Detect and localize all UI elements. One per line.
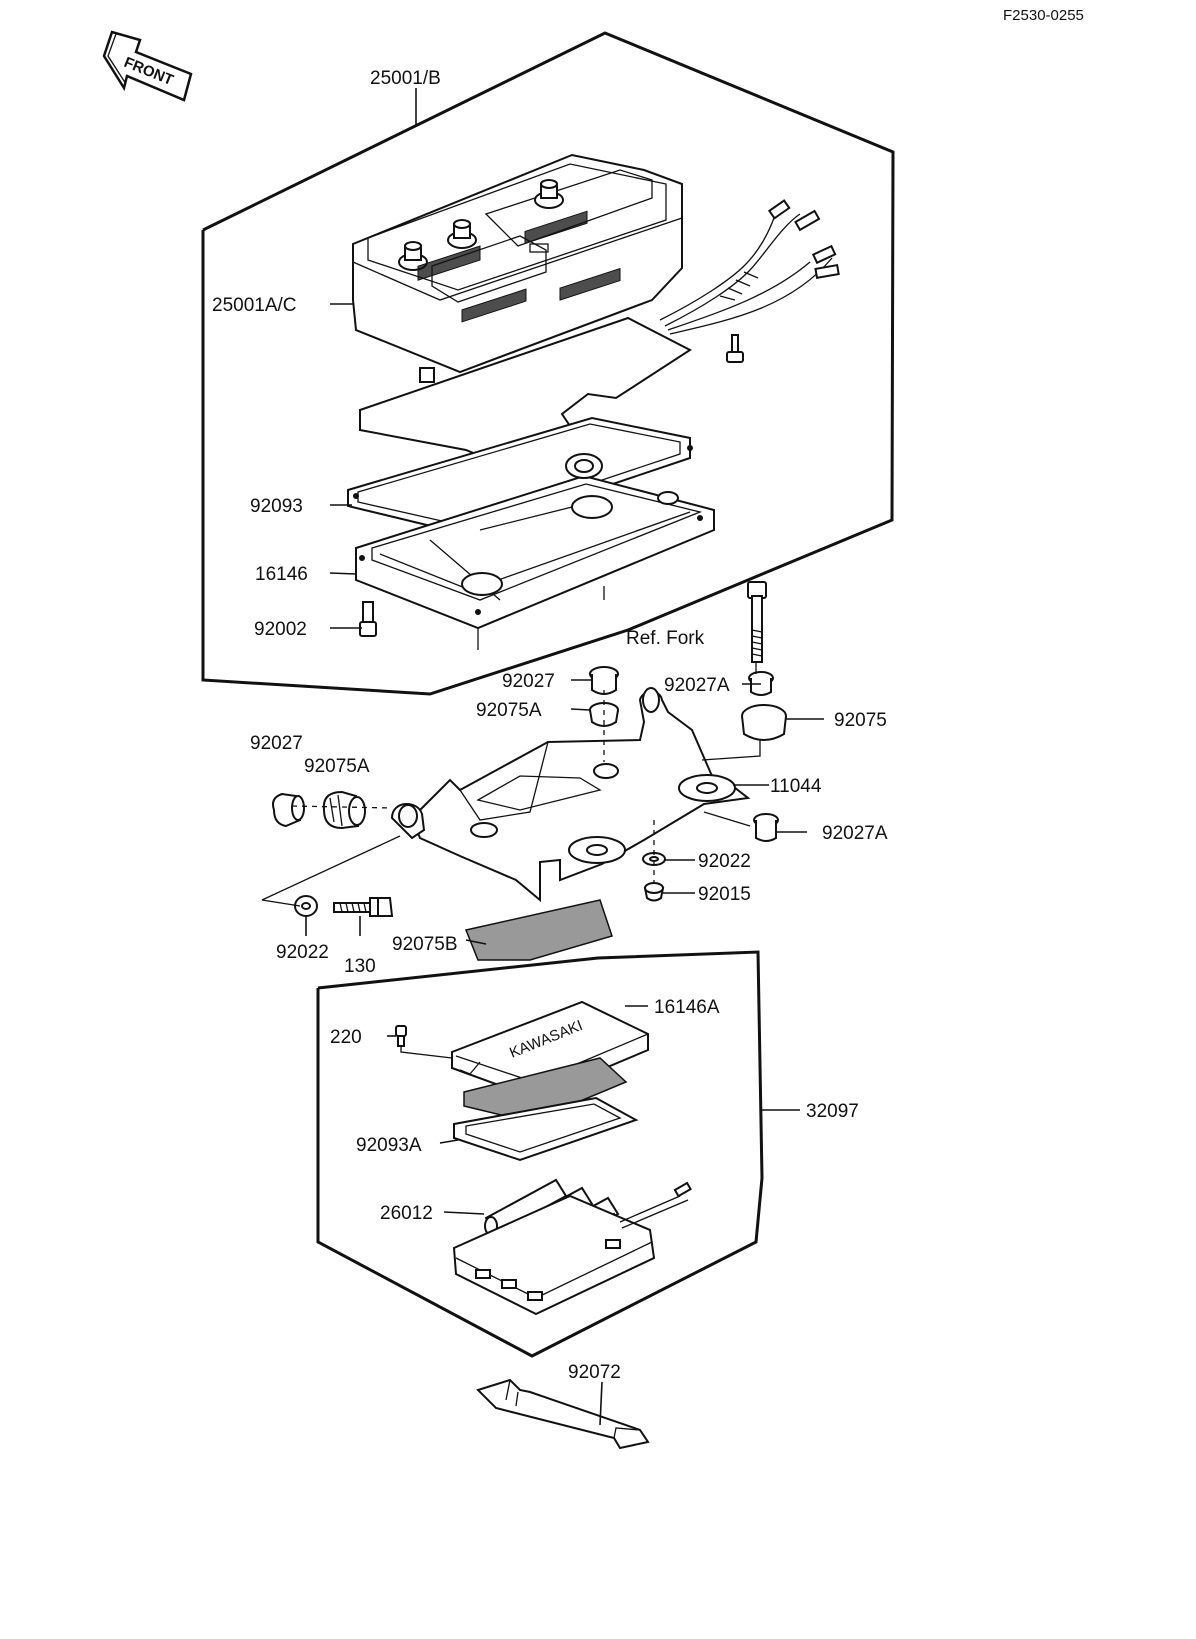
drawing-code: F2530-0255	[1003, 7, 1084, 24]
callout-92022-right: 92022	[698, 851, 751, 872]
battery-gasket	[453, 1096, 639, 1162]
callout-92027-top: 92027	[502, 671, 555, 692]
callout-92002: 92002	[254, 619, 307, 640]
collar	[748, 671, 774, 696]
screw-92002	[359, 601, 377, 637]
collar	[589, 666, 619, 695]
callout-ref-fork: Ref. Fork	[626, 628, 705, 649]
assembly-line	[261, 899, 301, 907]
battery-strap	[476, 1378, 650, 1450]
callout-92022-left: 92022	[276, 942, 329, 963]
callout-92075A-top: 92075A	[476, 700, 542, 721]
bolt-130	[333, 897, 394, 917]
battery-box-frame	[316, 950, 764, 1358]
callout-92027A-top: 92027A	[664, 675, 730, 696]
screw	[726, 334, 744, 363]
callout-32097: 32097	[806, 1101, 859, 1122]
callout-92075: 92075	[834, 710, 887, 731]
front-arrow-icon: FRONT	[102, 30, 193, 102]
knob	[447, 219, 477, 249]
callout-25001B: 25001/B	[370, 68, 441, 89]
callout-130: 130	[344, 956, 376, 977]
callout-92093: 92093	[250, 496, 303, 517]
fork-bolt	[747, 581, 767, 663]
callout-92093A: 92093A	[356, 1135, 422, 1156]
meter-assembly-frame	[201, 31, 895, 696]
assembly-line	[701, 740, 761, 761]
gasket	[347, 416, 693, 536]
meter-case	[355, 453, 715, 650]
meter-housing	[352, 153, 683, 374]
collar-92027A	[753, 813, 779, 842]
callout-92075A-left: 92075A	[304, 756, 370, 777]
washer-left	[294, 895, 318, 917]
callout-16146: 16146	[255, 564, 308, 585]
callout-25001AC: 25001A/C	[212, 295, 297, 316]
callout-220: 220	[330, 1027, 362, 1048]
nut	[643, 882, 665, 902]
collar-left	[272, 792, 305, 828]
assembly-line	[261, 835, 401, 901]
meter-bracket	[390, 687, 751, 903]
assembly-line	[291, 805, 393, 809]
grommet	[741, 704, 787, 741]
leader-lines	[305, 88, 824, 1426]
circuit-plate	[359, 210, 692, 462]
battery-holder	[452, 1181, 692, 1316]
screw-220	[395, 1025, 407, 1047]
pad-92075B	[464, 899, 613, 961]
callout-16146A: 16146A	[654, 997, 720, 1018]
callout-92075B: 92075B	[392, 934, 458, 955]
callout-92072: 92072	[568, 1362, 621, 1383]
callout-92015: 92015	[698, 884, 751, 905]
grommet-left	[322, 790, 366, 830]
callout-92027A-low: 92027A	[822, 823, 888, 844]
knob	[534, 179, 564, 209]
callout-92027-left: 92027	[250, 733, 303, 754]
callout-26012: 26012	[380, 1203, 433, 1224]
wiring-harness	[659, 199, 840, 335]
assembly-line	[703, 811, 751, 827]
callout-11044: 11044	[770, 776, 822, 797]
assembly-line	[400, 1046, 453, 1059]
